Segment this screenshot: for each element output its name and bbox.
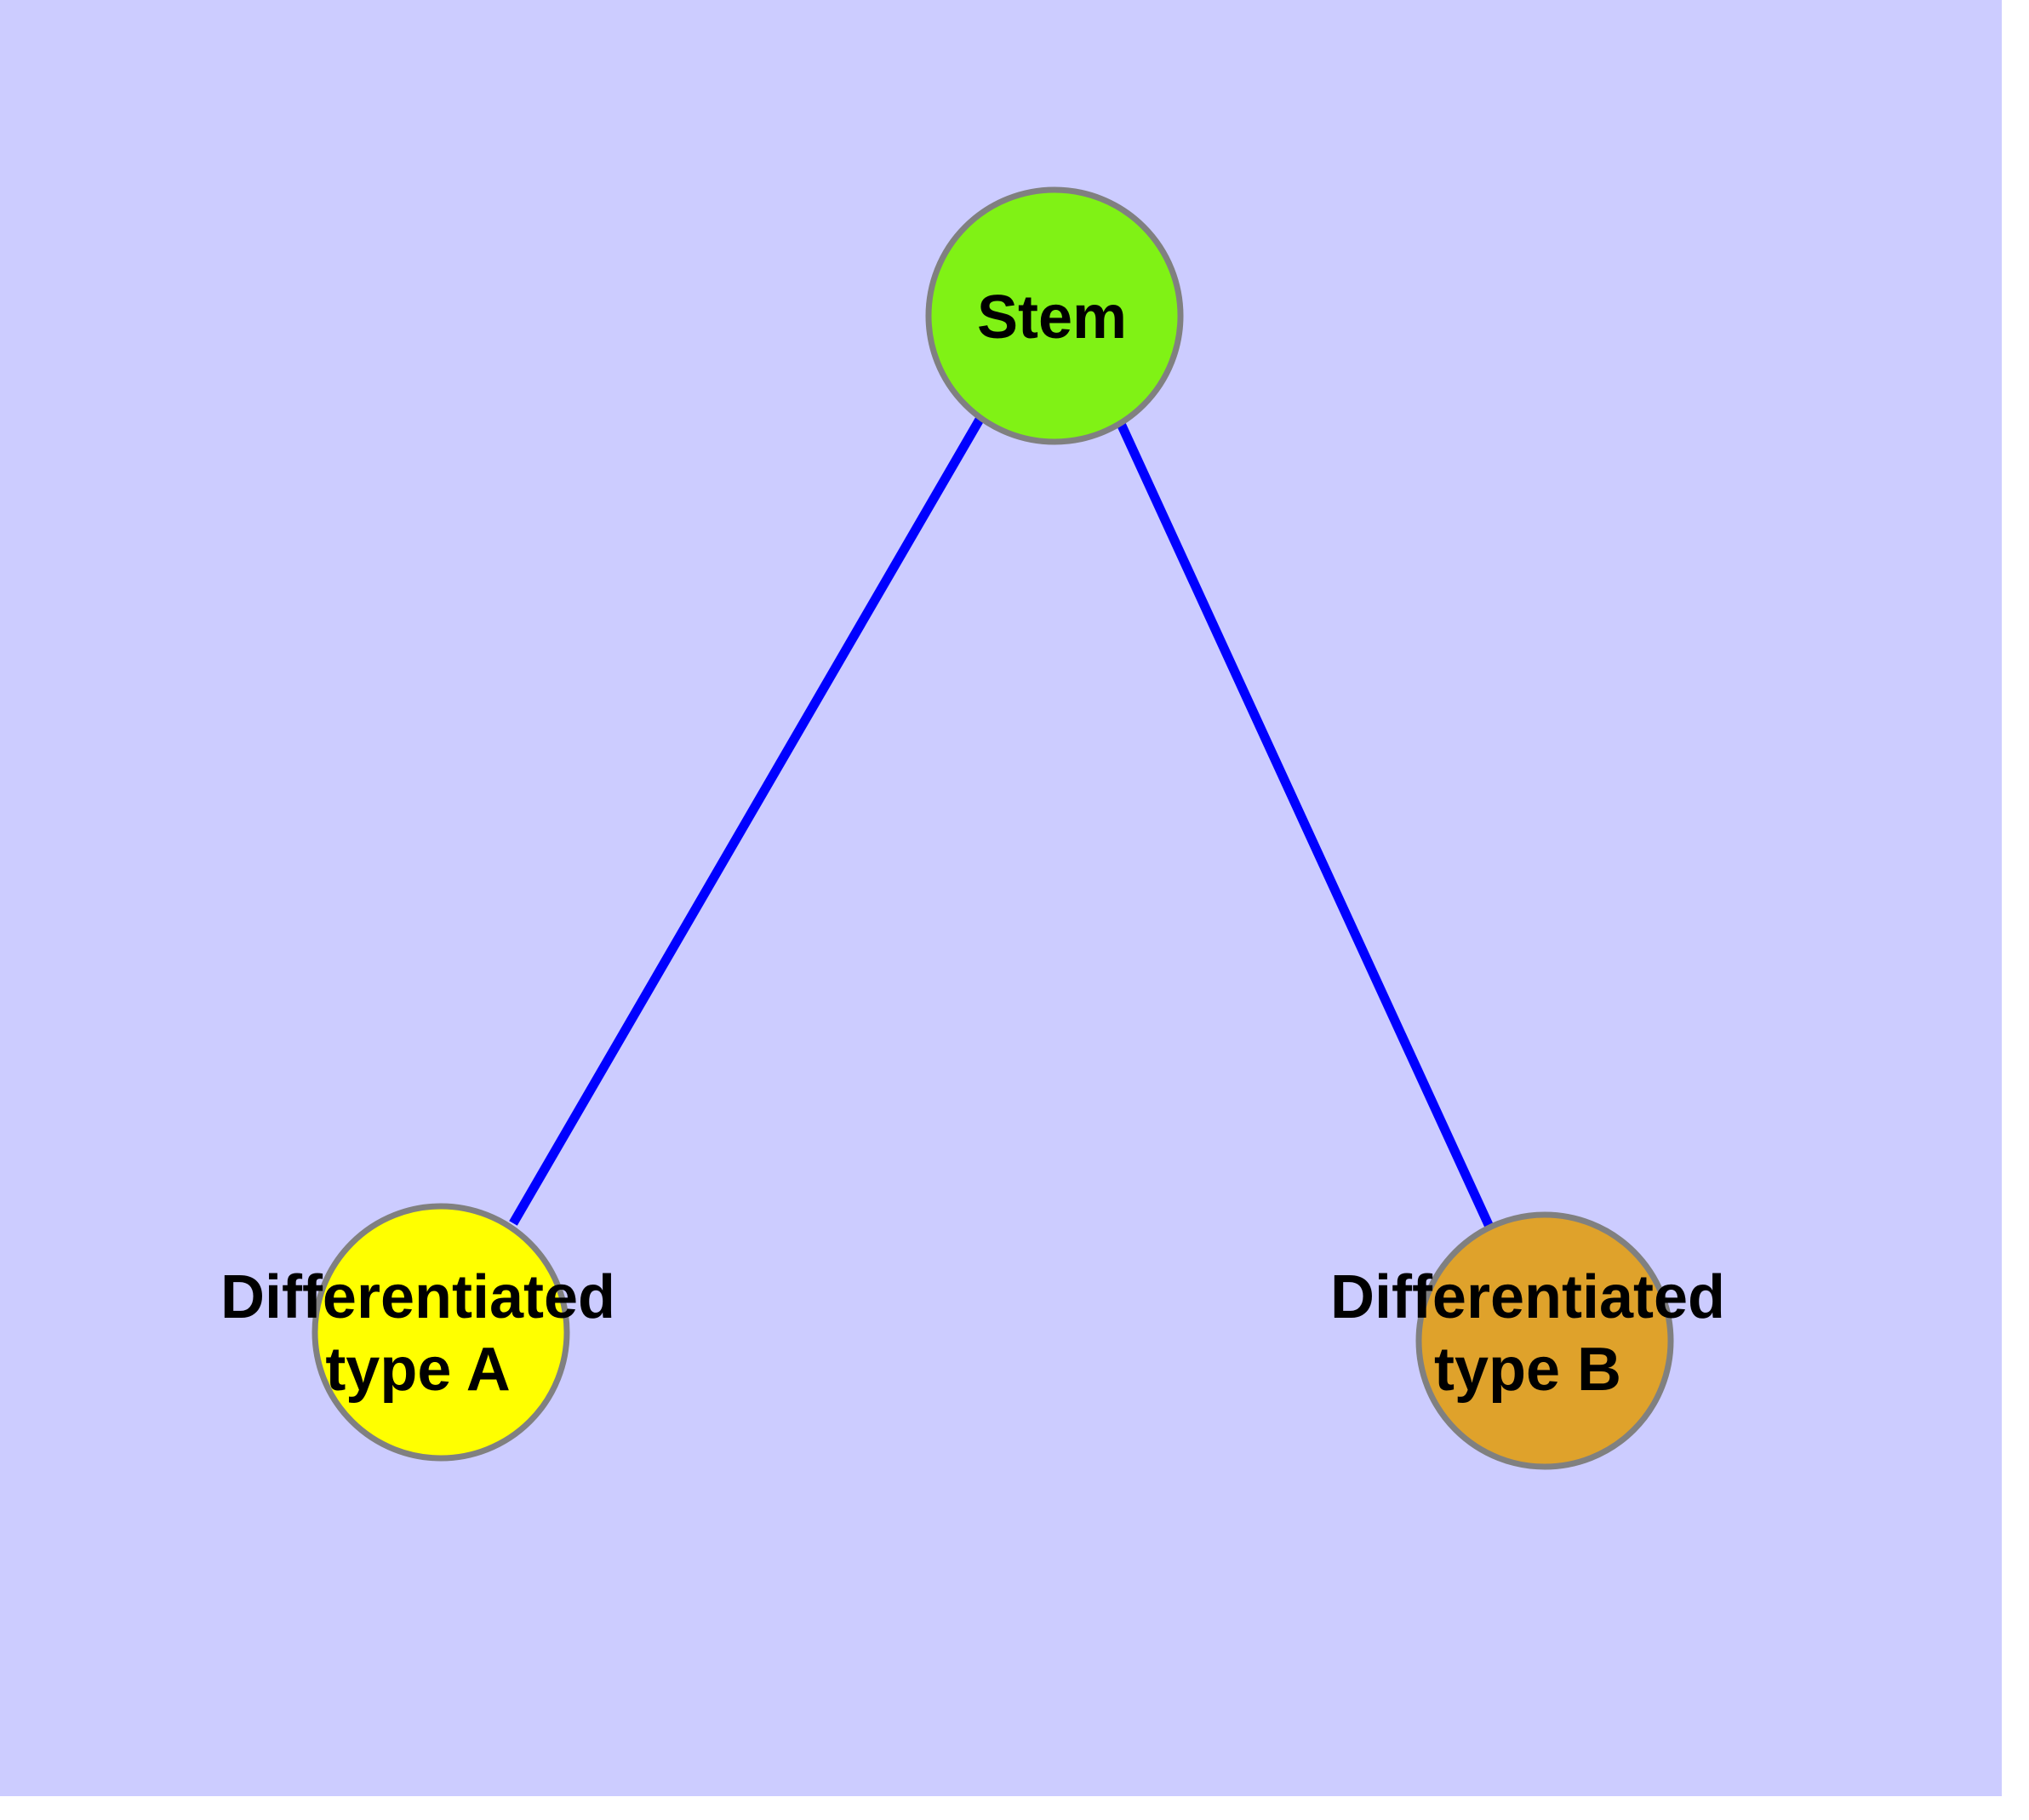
graph-edge [1113,414,1494,1229]
node-label-line: type B [1434,1336,1621,1404]
nodes-layer [311,186,1674,1470]
graph-node-diff_b[interactable] [1415,1211,1674,1470]
graph-node-stem[interactable] [925,186,1184,445]
edges-layer [509,414,1494,1229]
node-label-line: Stem [977,283,1127,352]
node-label-line: Differentiated [1330,1263,1725,1331]
node-label-stem: Stem [977,283,1127,352]
node-label-line: type A [325,1336,510,1404]
node-label-line: Differentiated [220,1263,615,1331]
graph-node-diff_a[interactable] [311,1203,570,1462]
graph-edge [509,415,985,1226]
